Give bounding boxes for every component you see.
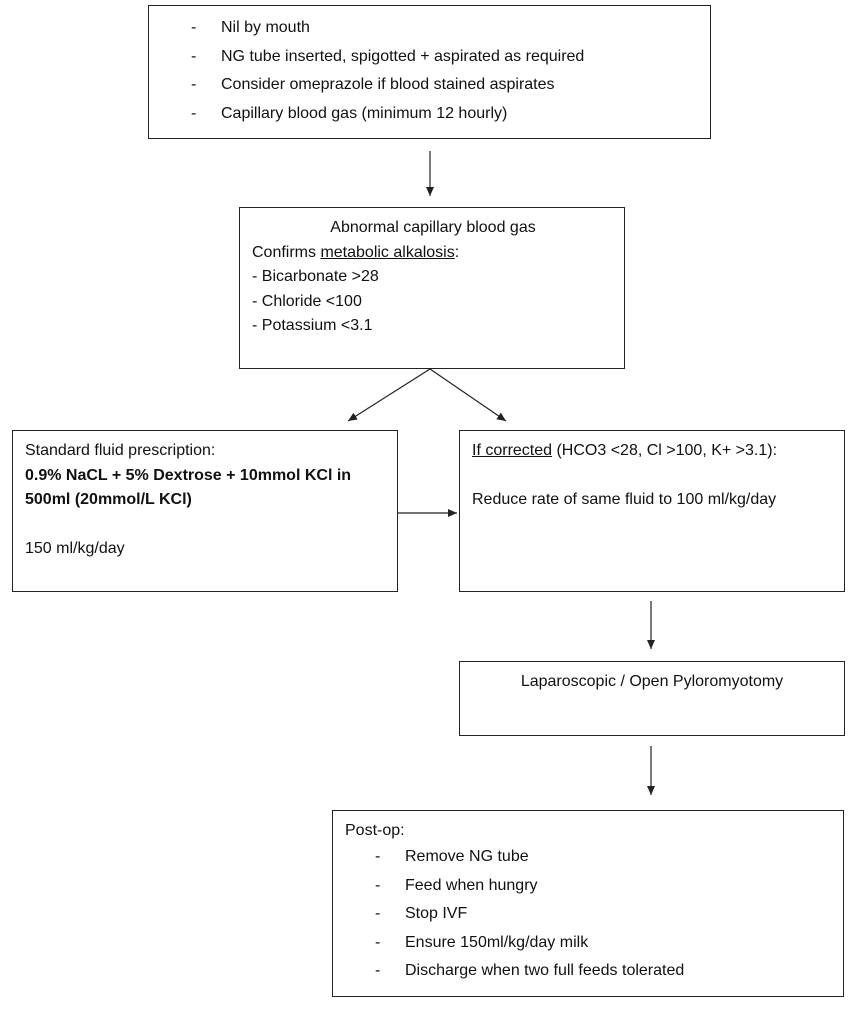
fluid-rate: 150 ml/kg/day [25, 539, 125, 557]
fluid-composition-line-1: 0.9% NaCL + 5% Dextrose + 10mmol KCl in [25, 466, 352, 484]
confirms-prefix: Confirms [252, 243, 321, 261]
if-corrected-box: If corrected (HCO3 <28, Cl >100, K+ >3.1… [459, 430, 845, 592]
dash-bullet: - [375, 905, 381, 922]
metabolic-alkalosis-line: Confirms metabolic alkalosis: [252, 241, 614, 266]
dash-bullet: - [375, 876, 381, 894]
list-item: - Nil by mouth [191, 14, 584, 43]
list-item-text: Capillary blood gas (minimum 12 hourly) [221, 104, 508, 122]
list-item: - Discharge when two full feeds tolerated [375, 957, 684, 986]
list-item-text: Stop IVF [405, 905, 468, 922]
list-item: - Consider omeprazole if blood stained as… [191, 71, 584, 100]
post-op-box: Post-op: - Remove NG tube - Feed when hung… [332, 810, 844, 997]
list-item-text: Discharge when two full feeds tolerated [405, 962, 685, 979]
arrow-to-fluid-prescription [347, 368, 431, 422]
list-item-text: Remove NG tube [405, 848, 529, 865]
dash-bullet: - [375, 933, 381, 951]
dash-bullet: - [375, 962, 381, 979]
fluid-composition-line-2: 500ml (20mmol/L KCl) [25, 491, 192, 508]
pyloromyotomy-text: Laparoscopic / Open Pyloromyotomy [520, 673, 784, 690]
list-item-text: Consider omeprazole if blood stained asp… [221, 76, 555, 93]
list-item-text: NG tube inserted, spigotted + aspirated … [221, 47, 585, 65]
fluid-prescription-title: Standard fluid prescription: [25, 442, 216, 459]
metabolic-alkalosis-term: metabolic alkalosis [320, 243, 455, 261]
list-item: - Feed when hungry [375, 872, 684, 901]
list-item-text: Feed when hungry [405, 876, 538, 894]
dash-bullet: - [191, 19, 197, 36]
initial-management-box: - Nil by mouth - NG tube inserted, spigott… [148, 5, 711, 139]
bicarbonate-criterion: - Bicarbonate >28 [252, 268, 379, 285]
pyloromyotomy-box: Laparoscopic / Open Pyloromyotomy [459, 661, 845, 736]
initial-management-list: - Nil by mouth - NG tube inserted, spigott… [191, 14, 584, 128]
reduced-rate-instruction: Reduce rate of same fluid to 100 ml/kg/d… [472, 490, 777, 508]
post-op-title: Post-op: [345, 822, 405, 839]
dash-bullet: - [191, 76, 197, 93]
post-op-list: - Remove NG tube - Feed when hungry - Stop … [375, 843, 684, 986]
list-item: - Remove NG tube [375, 843, 684, 872]
correction-criteria: If corrected (HCO3 <28, Cl >100, K+ >3.1… [472, 439, 777, 464]
fluid-prescription-box: Standard fluid prescription: 0.9% NaCL +… [12, 430, 398, 592]
chloride-criterion: - Chloride <100 [252, 292, 362, 310]
blood-gas-box: Abnormal capillary blood gas Confirms me… [239, 207, 625, 369]
list-item-text: Ensure 150ml/kg/day milk [405, 933, 589, 951]
list-item: - Ensure 150ml/kg/day milk [375, 929, 684, 958]
list-item: - Stop IVF [375, 900, 684, 929]
dash-bullet: - [191, 47, 197, 65]
list-item: - Capillary blood gas (minimum 12 hourly) [191, 100, 584, 129]
blood-gas-title: Abnormal capillary blood gas [330, 219, 536, 236]
list-item: - NG tube inserted, spigotted + aspirated… [191, 43, 584, 72]
dash-bullet: - [191, 104, 197, 122]
list-item-text: Nil by mouth [221, 19, 310, 36]
if-corrected-label: If corrected [472, 442, 553, 459]
correction-thresholds: (HCO3 <28, Cl >100, K+ >3.1): [552, 442, 778, 459]
potassium-criterion: - Potassium <3.1 [252, 317, 373, 334]
dash-bullet: - [375, 848, 381, 865]
confirms-suffix: : [454, 243, 460, 261]
arrow-to-if-corrected [429, 368, 507, 422]
